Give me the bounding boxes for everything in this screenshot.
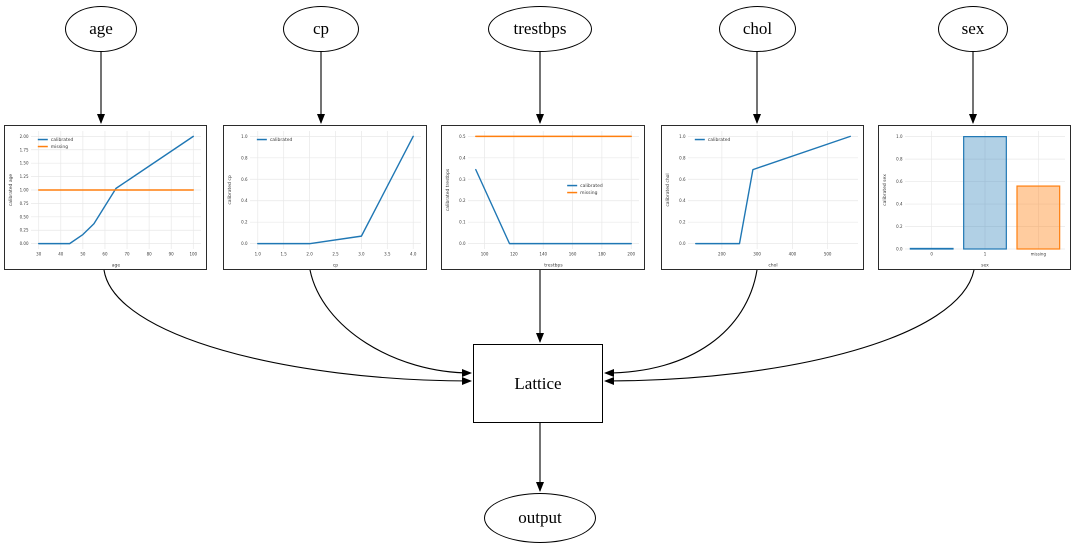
svg-text:3.5: 3.5 <box>384 252 391 257</box>
svg-text:0.4: 0.4 <box>896 202 903 207</box>
svg-text:0.6: 0.6 <box>896 179 903 184</box>
svg-text:2.00: 2.00 <box>20 134 29 139</box>
svg-text:calibrated sex: calibrated sex <box>882 174 888 206</box>
svg-text:0.2: 0.2 <box>896 224 903 229</box>
input-node-chol: chol <box>719 6 796 52</box>
svg-text:1.0: 1.0 <box>241 134 248 139</box>
svg-text:0.2: 0.2 <box>241 220 248 225</box>
svg-text:3.0: 3.0 <box>358 252 365 257</box>
input-node-sex: sex <box>938 6 1008 52</box>
svg-text:500: 500 <box>824 252 832 257</box>
edge-cp-calibrator-to-lattice <box>309 269 472 377</box>
svg-text:0.2: 0.2 <box>459 198 466 203</box>
edge-age-calibrator-to-lattice <box>103 269 472 385</box>
svg-text:180: 180 <box>598 252 606 257</box>
lattice-node: Lattice <box>473 344 603 423</box>
svg-text:160: 160 <box>569 252 577 257</box>
svg-text:0.6: 0.6 <box>679 177 686 182</box>
svg-text:0.4: 0.4 <box>459 155 466 160</box>
svg-text:1.0: 1.0 <box>255 252 262 257</box>
svg-text:0.8: 0.8 <box>241 155 248 160</box>
svg-text:1: 1 <box>984 252 987 257</box>
svg-text:sex: sex <box>981 264 989 269</box>
calibration-plot-cp: 1.0 1.5 2.0 2.5 3.0 3.5 4.0 0.0 0.2 0.4 0.6 0.8 1.0 c… <box>223 125 427 270</box>
svg-text:0.00: 0.00 <box>20 241 29 246</box>
svg-text:calibrated age: calibrated age <box>8 174 14 207</box>
svg-text:cp: cp <box>333 264 338 269</box>
svg-text:80: 80 <box>147 252 153 257</box>
svg-text:calibrated: calibrated <box>708 137 731 143</box>
svg-text:calibrated: calibrated <box>580 183 603 189</box>
svg-text:chol: chol <box>768 263 777 269</box>
svg-text:60: 60 <box>102 252 108 257</box>
svg-text:1.0: 1.0 <box>896 134 903 139</box>
svg-text:40: 40 <box>58 252 64 257</box>
svg-text:2.5: 2.5 <box>332 252 339 257</box>
svg-text:0.5: 0.5 <box>459 134 466 139</box>
svg-text:0.0: 0.0 <box>679 241 686 246</box>
input-node-age: age <box>65 6 137 52</box>
svg-text:calibrated trestbps: calibrated trestbps <box>445 168 451 211</box>
svg-text:90: 90 <box>169 252 175 257</box>
svg-text:1.25: 1.25 <box>20 174 29 179</box>
calibration-plot-age: 30 40 50 60 70 80 90 100 0.00 0.25 0.50 0.75 1.00 1.2… <box>4 125 207 270</box>
edge-chol-calibrator-to-lattice <box>604 269 758 377</box>
edge-sex-calibrator-to-lattice <box>604 269 975 385</box>
svg-text:1.50: 1.50 <box>20 161 29 166</box>
svg-text:0.75: 0.75 <box>20 201 29 206</box>
svg-text:100: 100 <box>481 252 489 257</box>
svg-text:calibrated: calibrated <box>51 137 74 143</box>
svg-text:calibrated: calibrated <box>270 137 293 143</box>
svg-text:2.0: 2.0 <box>306 252 313 257</box>
svg-text:0.4: 0.4 <box>679 198 686 203</box>
svg-text:200: 200 <box>718 252 726 257</box>
svg-text:missing: missing <box>51 144 68 150</box>
svg-text:0.1: 0.1 <box>459 220 466 225</box>
svg-text:100: 100 <box>189 252 197 257</box>
svg-text:0.0: 0.0 <box>459 241 466 246</box>
calibration-plot-trestbps: 100 120 140 160 180 200 0.0 0.1 0.2 0.3 0.4 0.5 tres… <box>441 125 645 270</box>
svg-text:0.6: 0.6 <box>241 177 248 182</box>
svg-text:0.25: 0.25 <box>20 228 29 233</box>
svg-text:30: 30 <box>36 252 42 257</box>
svg-text:300: 300 <box>753 252 761 257</box>
svg-text:missing: missing <box>580 190 597 196</box>
svg-text:1.0: 1.0 <box>679 134 686 139</box>
svg-text:0.3: 0.3 <box>459 177 466 182</box>
svg-text:age: age <box>112 264 121 269</box>
calibration-plot-chol: 200 300 400 500 0.0 0.2 0.4 0.6 0.8 1.0 chol calibr… <box>661 125 864 270</box>
svg-text:70: 70 <box>124 252 130 257</box>
calibration-plot-sex: 0 1 missing 0.0 0.2 0.4 0.6 0.8 1.0 sex calibrated… <box>878 125 1071 270</box>
svg-text:calibrated chol: calibrated chol <box>665 173 671 206</box>
svg-text:0.0: 0.0 <box>241 241 248 246</box>
input-node-trestbps: trestbps <box>488 6 592 52</box>
svg-text:calibrated cp: calibrated cp <box>227 175 233 204</box>
output-node: output <box>484 493 596 543</box>
svg-text:missing: missing <box>1031 252 1047 257</box>
svg-text:0.50: 0.50 <box>20 214 29 219</box>
svg-text:140: 140 <box>539 252 547 257</box>
svg-text:0.8: 0.8 <box>679 155 686 160</box>
svg-text:0.2: 0.2 <box>679 220 686 225</box>
svg-text:200: 200 <box>627 252 635 257</box>
svg-text:4.0: 4.0 <box>410 252 417 257</box>
svg-text:0.8: 0.8 <box>896 157 903 162</box>
svg-text:120: 120 <box>510 252 518 257</box>
svg-text:1.75: 1.75 <box>20 147 29 152</box>
svg-text:1.00: 1.00 <box>20 188 29 193</box>
svg-text:trestbps: trestbps <box>544 263 563 269</box>
svg-text:0.0: 0.0 <box>896 247 903 252</box>
svg-text:50: 50 <box>80 252 86 257</box>
svg-text:0.4: 0.4 <box>241 198 248 203</box>
svg-text:0: 0 <box>930 252 933 257</box>
svg-text:1.5: 1.5 <box>280 252 287 257</box>
input-node-cp: cp <box>283 6 359 52</box>
svg-text:400: 400 <box>789 252 797 257</box>
